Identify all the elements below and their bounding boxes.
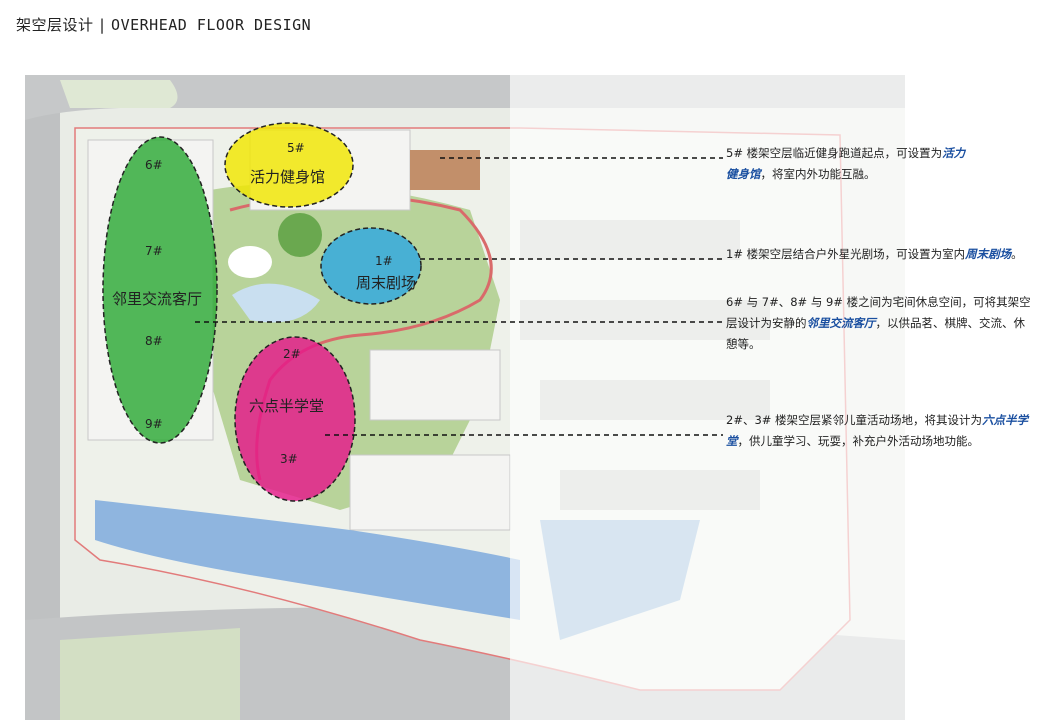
label-3: 3# bbox=[280, 452, 298, 466]
clubhouse-roof bbox=[410, 150, 480, 190]
theater-name: 周末剧场 bbox=[356, 274, 417, 292]
note-lounge-highlight: 邻里交流客厅 bbox=[806, 316, 876, 330]
note-theater-highlight: 周末剧场 bbox=[965, 247, 1012, 261]
label-7: 7# bbox=[145, 244, 163, 258]
label-1: 1# bbox=[375, 254, 393, 268]
note-study-highlight: 六点半学堂 bbox=[726, 413, 1029, 448]
note-lounge: 6# 与 7#、8# 与 9# 楼之间为宅间休息空间，可将其架空层设计为安静的邻… bbox=[726, 295, 1031, 351]
fitness-name: 活力健身馆 bbox=[250, 168, 326, 186]
title-cn: 架空层设计 bbox=[16, 16, 94, 34]
note-study: 2#、3# 楼架空层紧邻儿童活动场地，将其设计为六点半学堂，供儿童学习、玩耍，补… bbox=[726, 413, 1029, 448]
label-5: 5# bbox=[287, 141, 305, 155]
label-9: 9# bbox=[145, 417, 163, 431]
note-fitness-highlight: 活力健身馆 bbox=[726, 146, 966, 181]
label-2: 2# bbox=[283, 347, 301, 361]
fade-overlay bbox=[510, 75, 905, 720]
zone-fitness bbox=[224, 122, 354, 208]
note-theater: 1# 楼架空层结合户外星光剧场，可设置为室内周末剧场。 bbox=[726, 247, 1023, 261]
zone-theater bbox=[320, 227, 422, 305]
green-block-nw bbox=[60, 80, 178, 108]
title-en: OVERHEAD FLOOR DESIGN bbox=[111, 16, 312, 34]
lounge-name: 邻里交流客厅 bbox=[112, 290, 203, 308]
building-row-2 bbox=[349, 454, 511, 531]
zone-lounge bbox=[102, 136, 218, 444]
river bbox=[95, 500, 520, 620]
title-separator: | bbox=[97, 16, 108, 34]
green-block-sw bbox=[60, 628, 240, 720]
pond bbox=[232, 283, 320, 323]
zone-study bbox=[234, 336, 356, 502]
building-row-1 bbox=[369, 349, 501, 421]
note-fitness: 5# 楼架空层临近健身跑道起点，可设置为活力健身馆，将室内外功能互融。 bbox=[726, 146, 966, 181]
road-west bbox=[25, 75, 60, 720]
star-theater-lawn bbox=[228, 246, 272, 278]
tree-cluster bbox=[278, 213, 322, 257]
study-name: 六点半学堂 bbox=[249, 397, 325, 415]
label-6: 6# bbox=[145, 158, 163, 172]
label-8: 8# bbox=[145, 334, 163, 348]
page-title: 架空层设计|OVERHEAD FLOOR DESIGN bbox=[16, 14, 311, 35]
east-buildings bbox=[520, 220, 770, 640]
